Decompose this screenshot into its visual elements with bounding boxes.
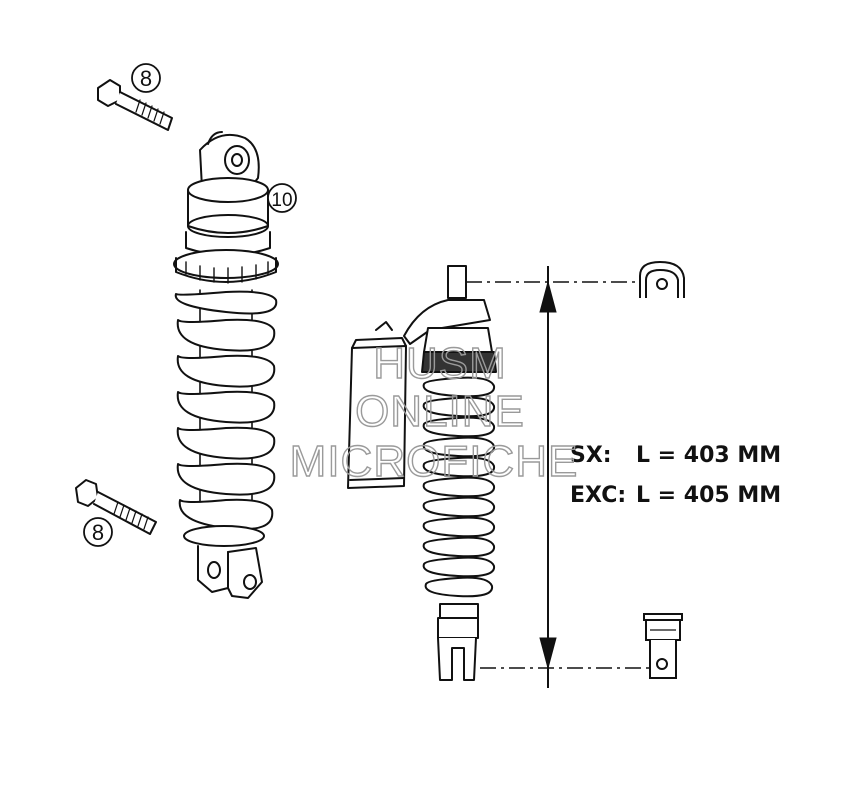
top-eye-mount: [199, 131, 260, 189]
spec-sx-value: L = 403 MM: [636, 443, 781, 468]
svg-text:10: 10: [271, 190, 292, 211]
reservoir-arm: [403, 299, 491, 345]
spring-seat-upper: [173, 249, 279, 284]
watermark: HUSM ONLINE MICROFICHE: [289, 338, 579, 486]
callout-bolt-bottom: 8: [83, 517, 113, 547]
svg-text:8: 8: [140, 66, 152, 91]
svg-text:ONLINE: ONLINE: [355, 387, 525, 436]
left-shock-absorber: [75, 79, 279, 599]
svg-text:MICROFICHE: MICROFICHE: [290, 437, 579, 486]
coil-spring-right: [422, 376, 496, 598]
length-dimension: [466, 266, 650, 688]
svg-text:HUSM: HUSM: [373, 339, 507, 388]
svg-text:8: 8: [92, 520, 104, 545]
lower-clevis: [197, 545, 263, 599]
spring-seat-lower: [183, 525, 265, 547]
reservoir: [347, 337, 407, 489]
right-shock-absorber: [347, 265, 497, 681]
callout-bolt-top: 8: [131, 63, 161, 93]
detail-bottom-eye: [643, 613, 683, 679]
upper-cap: [185, 177, 271, 256]
bolt-top: [97, 79, 173, 131]
spec-exc-label: EXC:: [570, 483, 626, 508]
callout-top-eye: 10: [267, 183, 297, 213]
length-specs: SX: L = 403 MM EXC: L = 405 MM: [570, 443, 781, 508]
bolt-bottom: [75, 479, 157, 535]
lower-clevis-right: [437, 637, 477, 681]
detail-top-eye: [639, 260, 685, 298]
coil-spring-left: [174, 290, 278, 531]
spec-exc-value: L = 405 MM: [636, 483, 781, 508]
spec-sx-label: SX:: [570, 443, 612, 468]
